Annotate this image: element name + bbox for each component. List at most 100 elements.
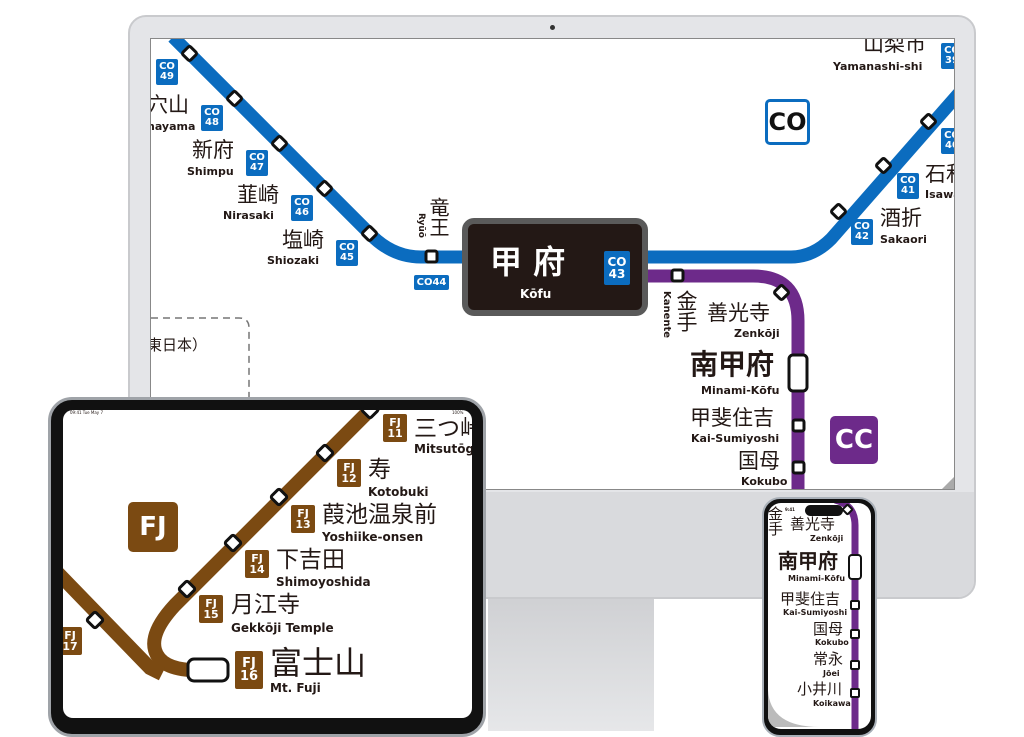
station-name-jp: 山梨市 [863, 38, 926, 56]
station-marker-mt-fuji [186, 657, 230, 683]
fj-route-lines [63, 410, 380, 683]
station-marker [181, 45, 198, 62]
cc-route-lines-phone [768, 503, 862, 729]
iphone-screen-map[interactable]: 9:41 金手 善光寺 Zenkōji 南甲府 Minami-Kōfu 甲斐住吉… [768, 503, 871, 729]
station-marker [315, 443, 335, 463]
station-name-en: Isawa [925, 188, 954, 201]
station-marker [316, 180, 333, 197]
hub-name-jp: 甲 府 [490, 243, 566, 281]
cc-line [641, 269, 805, 489]
station-marker-minami-kofu [787, 353, 809, 393]
station-marker [875, 157, 892, 174]
station-name-en: Shiozaki [267, 254, 319, 267]
station-name-jp: 月江寺 [231, 592, 300, 618]
station-name-en: Gekkōji Temple [231, 621, 334, 635]
station-name-en: Kokubo [815, 638, 849, 647]
station-marker [271, 135, 288, 152]
station-name-jp: 竜王 [426, 197, 450, 237]
dynamic-island [805, 505, 843, 516]
station-marker [850, 688, 860, 698]
station-name-jp: 寿 [368, 457, 391, 483]
station-name-jp: 新府 [192, 138, 234, 162]
station-name-jp: 甲斐住吉 [780, 590, 841, 608]
corner-fold [942, 477, 954, 489]
station-marker [424, 249, 439, 264]
camera-dot [550, 25, 555, 30]
status-time: 09:41 Tue May 7 [70, 410, 103, 415]
station-marker [791, 418, 806, 433]
imac-stand [488, 596, 654, 731]
station-name-en: Kanente [661, 291, 672, 339]
co-line-badge: CO [765, 99, 810, 145]
station-name-jp: 南甲府 [778, 549, 838, 573]
region-dashed-border [151, 317, 250, 401]
station-name-jp: 善光寺 [707, 301, 770, 325]
station-badge: CO40 [941, 128, 954, 154]
station-name-en: Kai-Sumiyoshi [783, 608, 848, 617]
cc-line-badge: CC [830, 416, 878, 464]
station-name-jp: 善光寺 [790, 515, 836, 533]
station-name-jp: 石和 [925, 162, 954, 186]
station-name-en: Mitsutōge [414, 442, 472, 456]
station-name-jp: 塩崎 [282, 228, 324, 252]
station-name-en: Minami-Kōfu [788, 574, 846, 583]
station-marker [850, 600, 860, 610]
station-marker [920, 113, 937, 130]
fj-line-badge: FJ [128, 502, 178, 552]
station-marker-minami-kofu [848, 554, 862, 580]
station-name-jp: 穴山 [150, 93, 189, 117]
station-marker [226, 90, 243, 107]
fj-line-branch [63, 568, 166, 681]
station-marker [830, 203, 847, 220]
station-name-jp: 韮崎 [237, 183, 279, 207]
station-name-en: Koikawa [813, 699, 851, 708]
station-name-jp: 金手 [674, 290, 698, 332]
station-marker [85, 610, 105, 630]
station-name-en: Yoshiike-onsen [322, 530, 424, 544]
station-name-jp: 富士山 [270, 644, 367, 682]
station-name-jp: 三つ峠 [414, 416, 472, 442]
station-badge: CO44 [414, 275, 449, 290]
region-label: 東日本） [150, 336, 208, 354]
station-marker [850, 660, 860, 670]
station-name-jp: 常永 [813, 650, 844, 668]
station-name-en: Sakaori [880, 233, 927, 246]
status-battery: 100% [452, 410, 464, 415]
station-marker [360, 410, 380, 420]
station-name-en: Nirasaki [223, 209, 274, 222]
station-marker [223, 533, 243, 553]
station-name-jp: 酒折 [880, 206, 922, 230]
hub-name-en: Kōfu [520, 287, 552, 301]
station-name-jp: 下吉田 [276, 547, 345, 573]
station-name-en: Kotobuki [368, 485, 429, 499]
station-name-en: nayama [150, 120, 196, 133]
station-marker [361, 225, 378, 242]
station-name-en: Yamanashi-shi [833, 60, 923, 73]
station-name-en: Shimpu [187, 165, 234, 178]
station-name-en: Kai-Sumiyoshi [691, 432, 780, 445]
station-name-en: Ryūō [416, 213, 426, 238]
station-badge: CO39 [941, 43, 954, 69]
fj-line [147, 410, 380, 677]
station-name-en: Kokubo [741, 475, 788, 488]
corner-decoration [768, 690, 820, 727]
station-name-en: Mt. Fuji [270, 681, 321, 695]
station-name-en: Shimoyoshida [276, 575, 371, 589]
station-name-en: Jōei [823, 669, 840, 678]
